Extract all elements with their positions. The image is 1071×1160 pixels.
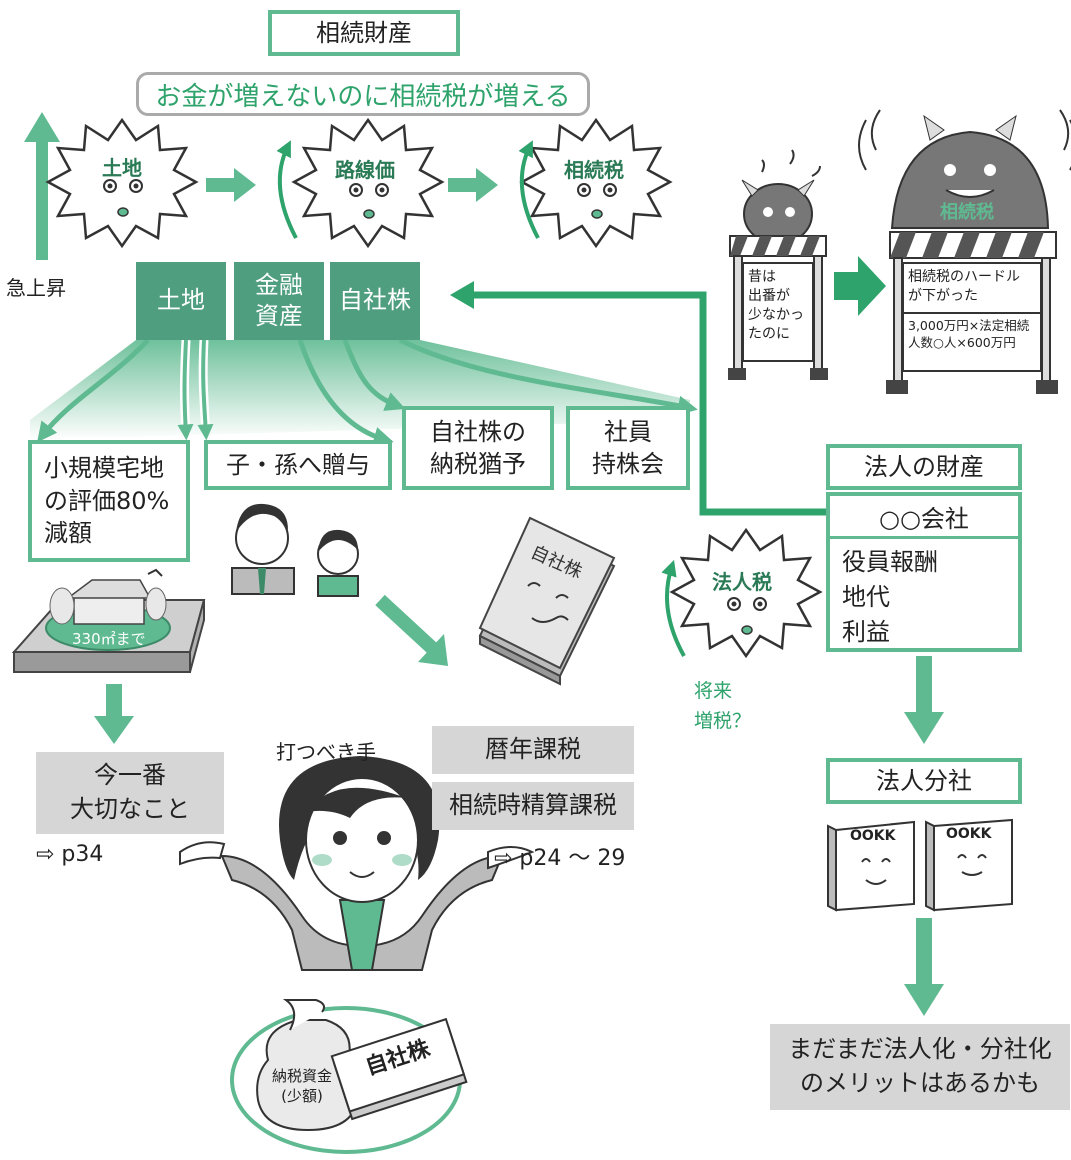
corporate-company: ○○会社: [830, 496, 1018, 539]
hurdle-arrow: [834, 256, 886, 316]
curve-arrow-road: [276, 140, 298, 239]
corporate-item: 利益: [842, 617, 890, 646]
split-title: 法人分社: [826, 758, 1022, 804]
corporate-item: 地代: [842, 582, 890, 611]
corporate-box: ○○会社 役員報酬 地代 利益: [826, 492, 1022, 652]
new-hurdle-formula: 3,000万円×法定相続 人数○人×600万円: [908, 317, 1030, 350]
arrow-to-stock: [375, 594, 448, 666]
stock-stack: [478, 516, 616, 686]
headline-banner: お金が増えないのに相続税が増える: [136, 72, 590, 116]
presenter-illustration: [179, 756, 535, 971]
measure-gift: 子・孫へ贈与: [204, 440, 392, 490]
corporate-items: 役員報酬 地代 利益: [830, 539, 1018, 655]
taxation-calendar: 暦年課税: [432, 726, 634, 774]
people-illustration: [231, 503, 359, 597]
split-company-label: OOKK: [850, 828, 896, 844]
burst-label-land: 土地: [102, 156, 142, 180]
curve-arrow-tax: [518, 140, 540, 239]
curve-arrow-corporate: [661, 559, 686, 657]
funds-illustration: [230, 999, 468, 1154]
asset-land: 土地: [136, 262, 226, 340]
money-bag-label: 納税資金 (少額): [271, 1067, 332, 1106]
split-company-buildings: [827, 818, 1013, 912]
burst-road-price: [291, 117, 445, 249]
taxation-ref: ⇨ p24 ～ 29: [494, 846, 626, 871]
burst-corporate-tax: [669, 527, 823, 659]
measure-small-lot: 小規模宅地 の評価80% 減額: [28, 440, 190, 562]
burst-label-inheritance-tax: 相続税: [564, 158, 624, 182]
taxation-settlement: 相続時精算課税: [432, 782, 634, 830]
asset-own-stock: 自社株: [330, 262, 420, 340]
new-hurdle-title: 相続税のハードル が下がった: [904, 264, 1040, 314]
important-box: 今一番 大切なこと: [36, 752, 224, 834]
rise-arrow: [24, 112, 60, 260]
old-hurdle-sign: 昔は 出番が 少なかっ たのに: [742, 262, 814, 362]
house-label: 330㎡まで: [72, 630, 146, 648]
arrow-land-to-road: [206, 168, 256, 202]
title-box: 相続財産: [268, 10, 460, 56]
important-ref: ⇨ p34: [36, 842, 104, 867]
conclusion-box: まだまだ法人化・分社化 のメリットはあるかも: [770, 1024, 1070, 1110]
down-arrows: [94, 656, 944, 1016]
split-company-label: OOKK: [946, 826, 992, 842]
burst-land: [45, 117, 199, 249]
house-illustration: [11, 568, 206, 673]
measure-esop: 社員 持株会: [566, 406, 690, 490]
burst-label-road-price: 路線価: [335, 158, 395, 182]
corporate-item: 役員報酬: [842, 548, 938, 576]
monster-label: 相続税: [940, 202, 994, 223]
new-hurdle-sign: 相続税のハードル が下がった 3,000万円×法定相続 人数○人×600万円: [902, 262, 1042, 372]
burst-label-corporate-tax: 法人税: [712, 570, 772, 594]
rise-label: 急上昇: [6, 276, 66, 300]
hurdle-old: [728, 149, 828, 380]
burst-inheritance-tax: [519, 117, 673, 249]
measure-stock-deferral: 自社株の 納税猶予: [402, 406, 554, 490]
hurdle-new-monster: [858, 109, 1071, 394]
action-label: 打つべき手: [276, 740, 376, 764]
asset-financial: 金融 資産: [234, 262, 324, 340]
corporate-title: 法人の財産: [826, 444, 1022, 490]
future-tax-label: 将来 増税？: [694, 680, 752, 733]
arrow-road-to-tax: [448, 168, 498, 202]
